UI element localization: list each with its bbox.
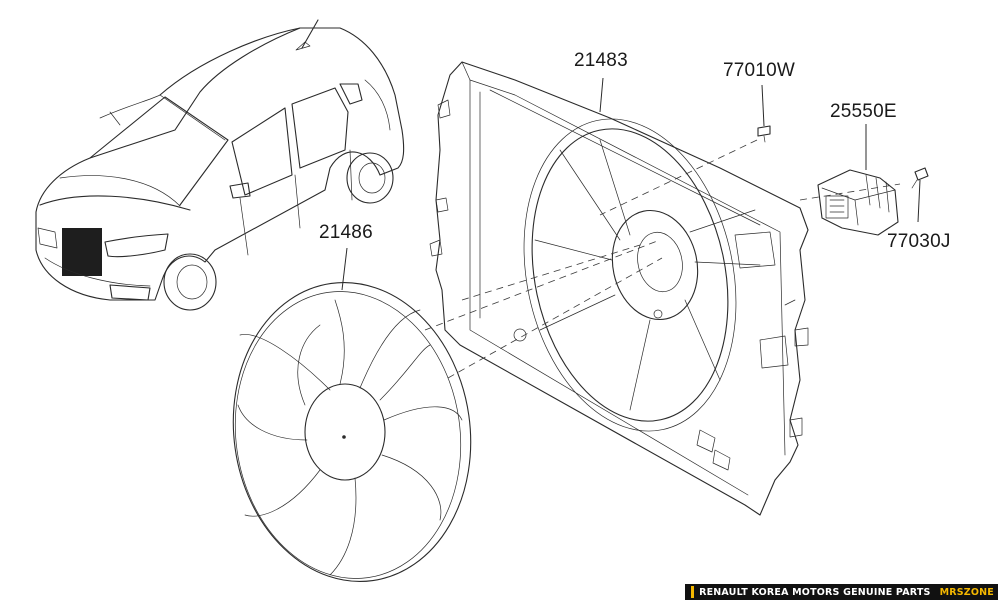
resistor-module	[817, 169, 899, 236]
footer-brand: MRSZONE	[939, 586, 994, 598]
part-label-21486: 21486	[319, 222, 373, 243]
assembly-lines	[424, 139, 901, 379]
footer-watermark: RENAULT KOREA MOTORS GENUINE PARTS MRSZO…	[685, 584, 998, 600]
part-label-77030J: 77030J	[887, 231, 951, 252]
screw-77030J	[911, 167, 929, 189]
part-label-77010W: 77010W	[723, 60, 795, 81]
screw-77010W	[757, 125, 771, 143]
vehicle-illustration	[35, 19, 405, 311]
fan-shroud	[429, 61, 809, 516]
footer-text: RENAULT KOREA MOTORS GENUINE PARTS	[699, 586, 931, 598]
brand-mark	[691, 586, 695, 598]
part-label-21483: 21483	[574, 50, 628, 71]
leader-lines	[341, 77, 921, 291]
grille-highlight	[62, 228, 102, 276]
part-label-25550E: 25550E	[830, 101, 897, 122]
fan-blade-assembly	[232, 282, 472, 582]
